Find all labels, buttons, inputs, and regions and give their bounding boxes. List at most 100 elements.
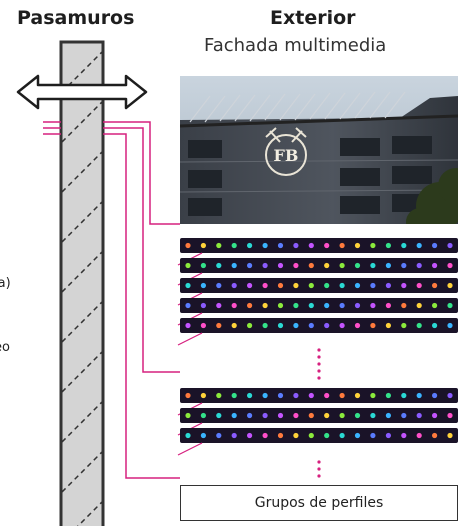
led-dot (216, 262, 222, 269)
led-dot (216, 432, 222, 439)
led-dot (277, 412, 284, 419)
led-dot (370, 432, 376, 439)
led-dot (308, 302, 314, 309)
ellipsis-dots-lower (317, 460, 321, 478)
led-dot (339, 262, 345, 269)
led-dot (324, 432, 330, 439)
pasamuros-heading: Pasamuros (17, 7, 135, 29)
led-dot (247, 282, 253, 289)
led-dot (185, 262, 191, 269)
led-dot (185, 302, 191, 309)
led-dot (231, 392, 237, 399)
led-dot (370, 412, 376, 419)
led-dot (447, 302, 453, 309)
fachada-multimedia-subheading: Fachada multimedia (204, 35, 387, 56)
led-dot (385, 392, 391, 399)
led-dot (416, 262, 422, 269)
led-dot (432, 242, 438, 249)
led-dot (447, 262, 453, 269)
led-dot (216, 322, 222, 329)
led-dot (277, 242, 284, 249)
led-dot (416, 392, 422, 399)
led-dot (385, 282, 391, 289)
led-dot (339, 242, 345, 249)
led-strips (177, 238, 458, 456)
led-dot (447, 322, 453, 329)
led-dot (262, 432, 268, 439)
led-dot (200, 242, 206, 249)
led-dot (416, 302, 422, 309)
led-dot (401, 242, 407, 249)
cable-stubs-left (43, 121, 61, 135)
led-dot (200, 262, 206, 269)
led-dot (262, 412, 268, 419)
led-dot (354, 282, 361, 289)
led-dot (385, 412, 391, 419)
led-strip (177, 428, 458, 456)
profile-groups-label: Grupos de perfiles (254, 495, 384, 511)
led-dot (200, 322, 206, 329)
led-dot (447, 432, 453, 439)
double-arrow-icon (16, 74, 148, 110)
led-dot (401, 282, 407, 289)
led-dot (447, 392, 453, 399)
led-dot (354, 262, 361, 269)
led-dot (262, 392, 268, 399)
led-strip (177, 408, 458, 436)
led-strip (177, 318, 458, 346)
led-dot (432, 412, 438, 419)
led-dot (447, 412, 453, 419)
led-dot (354, 412, 361, 419)
led-dot (216, 302, 222, 309)
led-dot (416, 432, 422, 439)
led-dot (247, 322, 253, 329)
led-dot (308, 322, 314, 329)
led-dot (247, 412, 253, 419)
led-dot (308, 432, 314, 439)
led-dot (277, 322, 284, 329)
led-dot (185, 432, 191, 439)
led-dot (293, 432, 299, 439)
led-dot (308, 262, 314, 269)
led-dot (200, 392, 206, 399)
exterior-heading: Exterior (270, 7, 356, 29)
led-dot (432, 392, 438, 399)
led-dot (200, 412, 206, 419)
led-dot (370, 262, 376, 269)
led-dot (401, 262, 407, 269)
led-dot (354, 392, 361, 399)
led-dot (293, 242, 299, 249)
led-dot (185, 392, 191, 399)
led-dot (385, 262, 391, 269)
led-dot (200, 302, 206, 309)
led-dot (324, 282, 330, 289)
led-dot (247, 242, 253, 249)
led-dot (231, 282, 237, 289)
ellipsis-dots-upper (317, 348, 321, 380)
led-dot (324, 302, 330, 309)
led-dot (385, 322, 391, 329)
projected-logo-icon (265, 127, 307, 176)
led-dot (385, 242, 391, 249)
led-dot (293, 262, 299, 269)
cut-off-text-fragment-1: ia) (0, 276, 11, 291)
led-dot (293, 322, 299, 329)
led-dot (385, 432, 391, 439)
led-dot (401, 392, 407, 399)
led-dot (262, 242, 268, 249)
led-dot (339, 282, 345, 289)
led-dot (231, 432, 237, 439)
led-dot (324, 262, 330, 269)
led-dot (401, 302, 407, 309)
led-dot (354, 322, 361, 329)
led-dot (216, 412, 222, 419)
led-strip (177, 278, 458, 306)
led-dot (339, 432, 345, 439)
led-dot (432, 322, 438, 329)
led-dot (231, 262, 237, 269)
led-dot (293, 302, 299, 309)
led-dot (354, 302, 361, 309)
led-dot (200, 432, 206, 439)
led-dot (231, 412, 237, 419)
